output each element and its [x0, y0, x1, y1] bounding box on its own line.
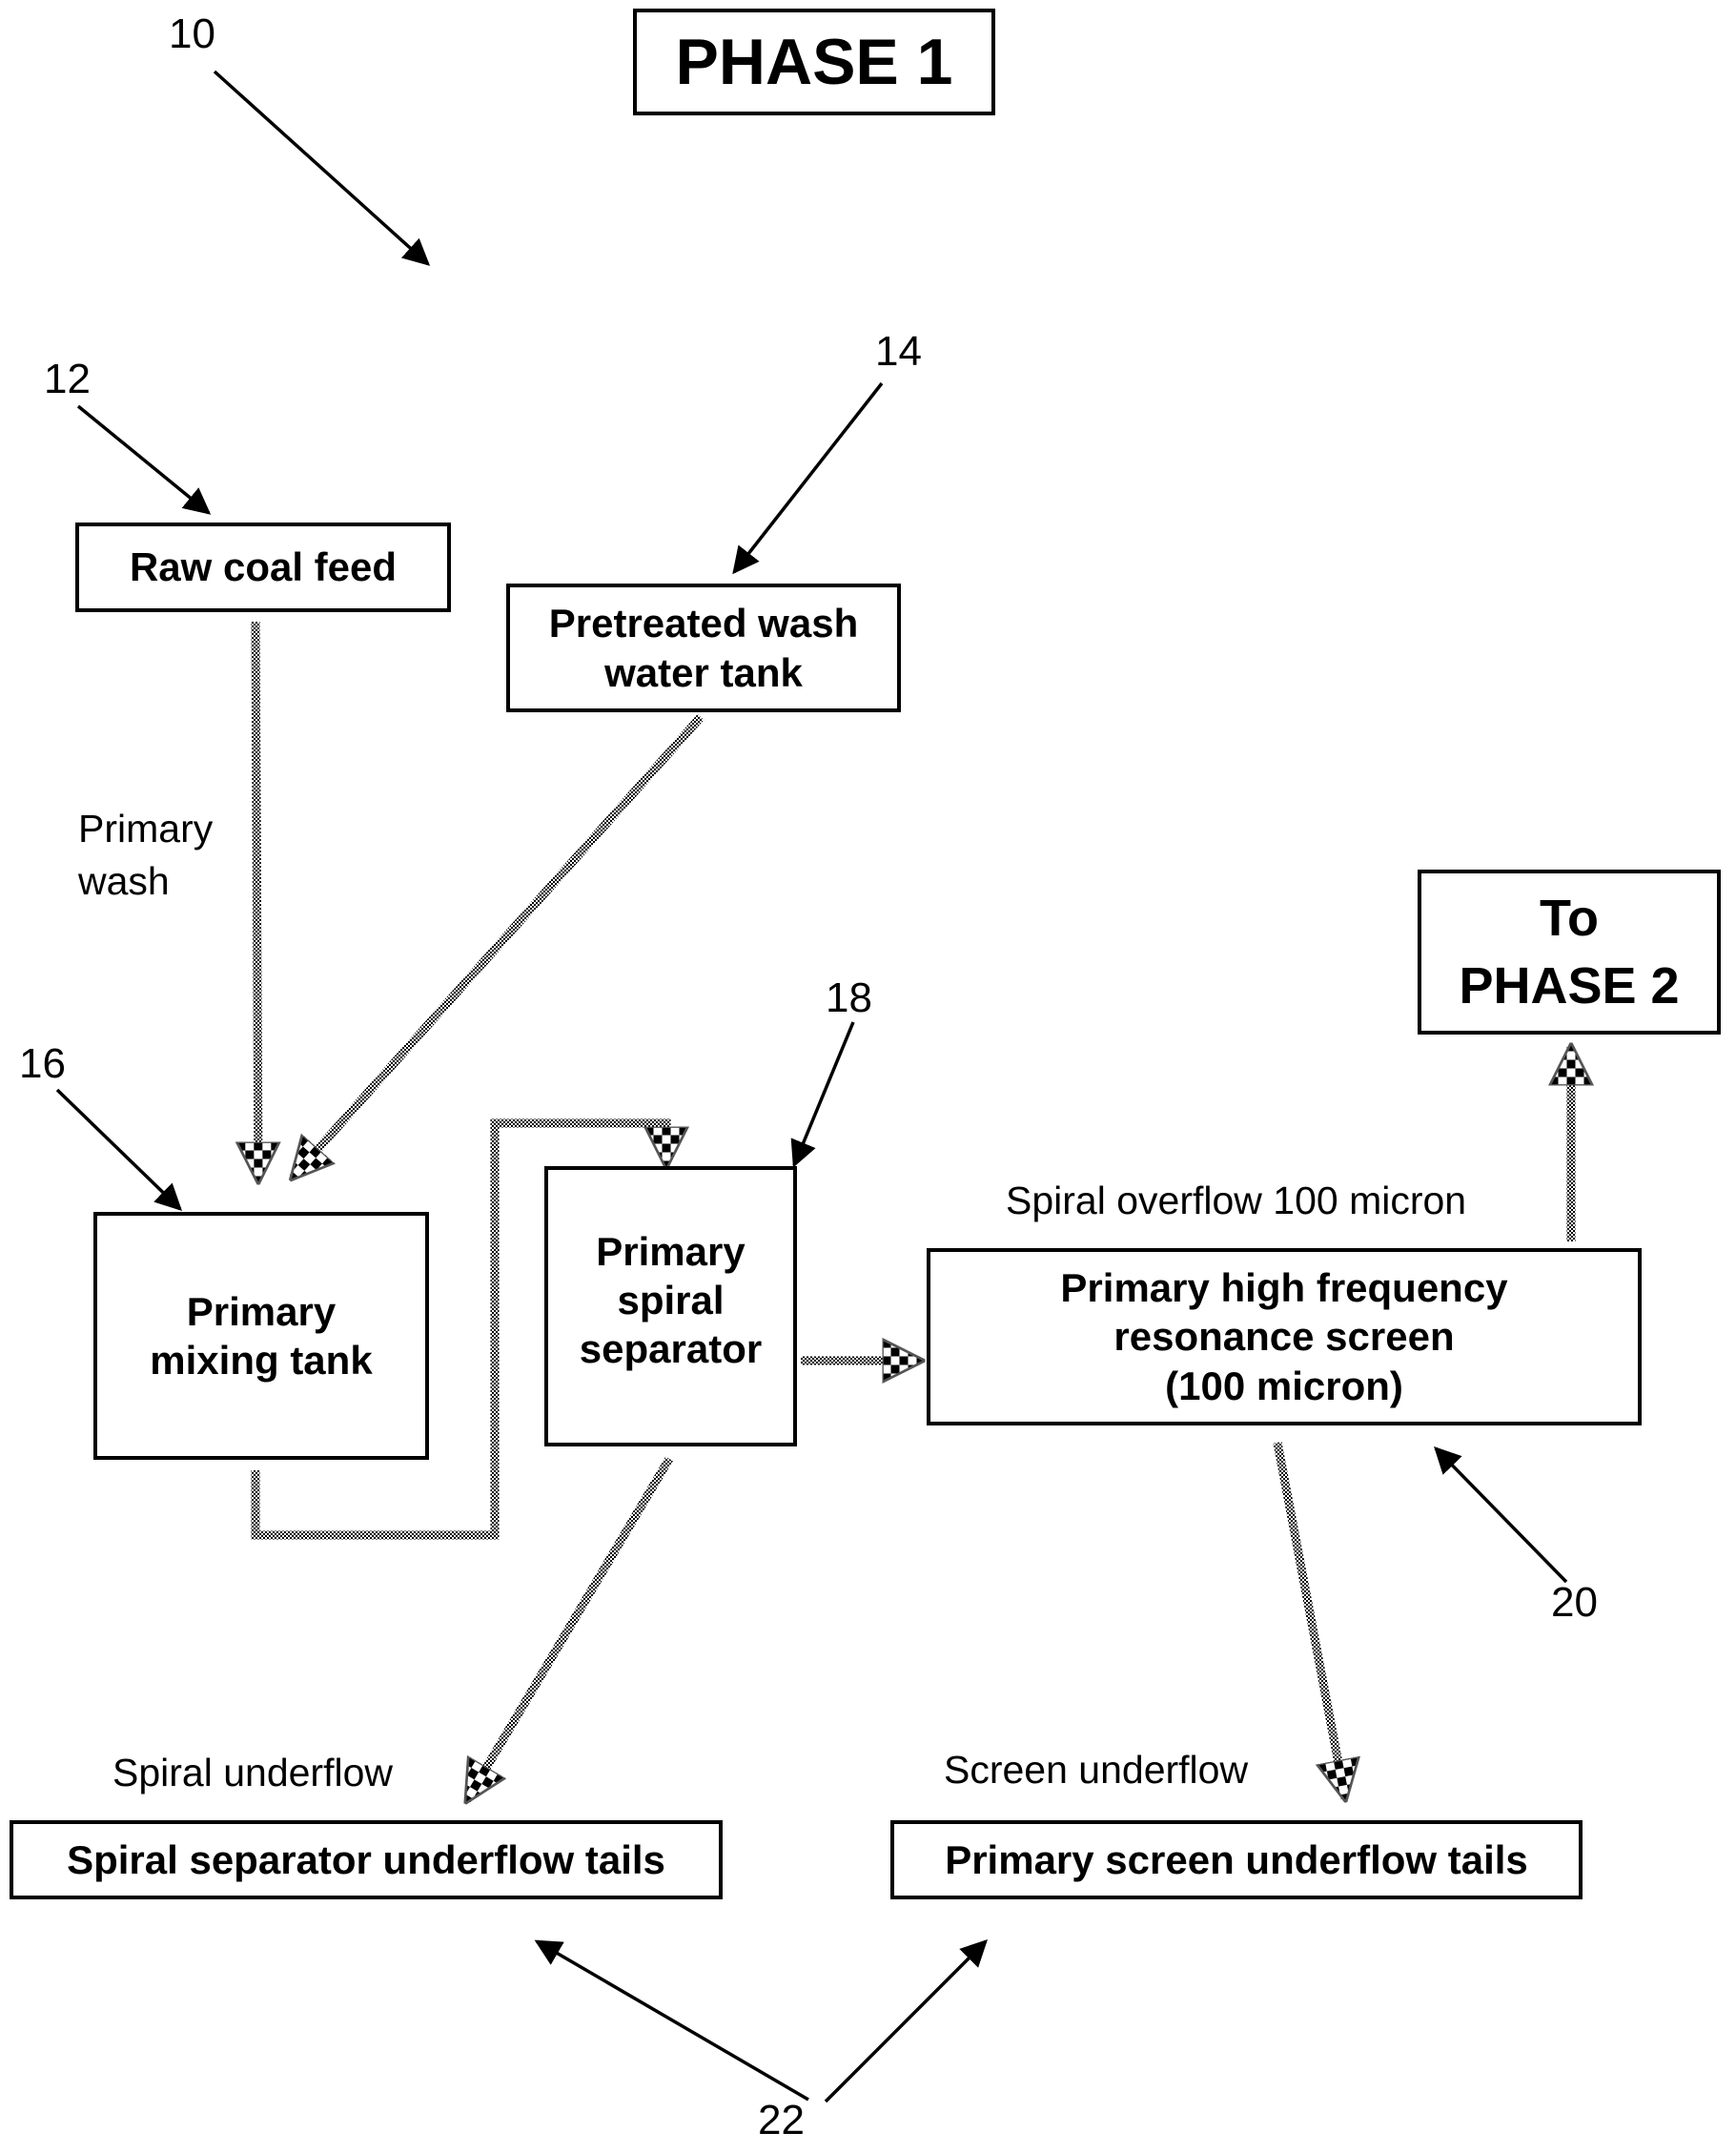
ref-numeral-14: 14 [875, 331, 922, 373]
node-to-phase-2: To PHASE 2 [1418, 870, 1721, 1035]
node-resonance-screen-line2: resonance screen [1113, 1312, 1454, 1361]
flow-label-spiral-overflow: Spiral overflow 100 micron [1006, 1175, 1466, 1227]
edge-screen-to-tails [1277, 1443, 1345, 1798]
flow-label-primary-wash-line1: Primary [78, 803, 213, 855]
node-to-phase-2-line1: To [1540, 885, 1599, 952]
node-screen-tails-label: Primary screen underflow tails [945, 1835, 1528, 1884]
node-spiral-separator-line3: separator [580, 1324, 762, 1373]
node-wash-water-tank-line1: Pretreated wash [549, 599, 858, 647]
node-spiral-separator-line2: spiral [617, 1276, 724, 1324]
ref-arrow-22-left [537, 1941, 808, 2100]
node-resonance-screen-line1: Primary high frequency [1060, 1263, 1507, 1312]
phase-title: PHASE 1 [676, 23, 953, 102]
edge-washwater-to-mixing [293, 717, 701, 1178]
ref-arrow-18 [794, 1022, 853, 1165]
node-spiral-tails: Spiral separator underflow tails [10, 1820, 723, 1899]
flow-label-primary-wash: Primary wash [78, 803, 213, 909]
ref-numeral-22: 22 [758, 2100, 805, 2142]
ref-arrow-22-right [826, 1941, 986, 2102]
node-wash-water-tank: Pretreated wash water tank [506, 584, 901, 712]
node-resonance-screen: Primary high frequency resonance screen … [927, 1248, 1642, 1425]
node-to-phase-2-line2: PHASE 2 [1459, 953, 1679, 1019]
node-spiral-tails-label: Spiral separator underflow tails [67, 1835, 665, 1884]
flow-label-primary-wash-line2: wash [78, 855, 213, 908]
node-raw-coal-feed-label: Raw coal feed [130, 543, 397, 591]
ref-arrow-14 [734, 383, 882, 572]
phase-title-box: PHASE 1 [633, 9, 995, 115]
node-resonance-screen-line3: (100 micron) [1165, 1362, 1403, 1410]
ref-numeral-12: 12 [44, 359, 91, 400]
ref-numeral-20: 20 [1551, 1582, 1598, 1624]
ref-arrow-20 [1436, 1448, 1566, 1582]
node-spiral-separator-line1: Primary [596, 1227, 745, 1276]
ref-arrow-12 [78, 406, 209, 513]
node-wash-water-tank-line2: water tank [604, 648, 803, 697]
ref-numeral-10: 10 [169, 13, 215, 55]
node-raw-coal-feed: Raw coal feed [75, 523, 451, 612]
node-mixing-tank: Primary mixing tank [93, 1212, 429, 1460]
edge-rawcoal-to-mixing [255, 622, 258, 1180]
node-mixing-tank-line2: mixing tank [150, 1336, 372, 1384]
ref-arrow-10 [214, 72, 428, 264]
flow-label-spiral-underflow: Spiral underflow [112, 1747, 393, 1799]
ref-numeral-18: 18 [826, 977, 872, 1019]
flow-label-screen-underflow: Screen underflow [944, 1744, 1248, 1796]
node-mixing-tank-line1: Primary [187, 1287, 336, 1336]
ref-numeral-16: 16 [19, 1043, 66, 1085]
ref-arrow-16 [57, 1090, 180, 1209]
node-spiral-separator: Primary spiral separator [544, 1166, 797, 1446]
node-screen-tails: Primary screen underflow tails [890, 1820, 1583, 1899]
